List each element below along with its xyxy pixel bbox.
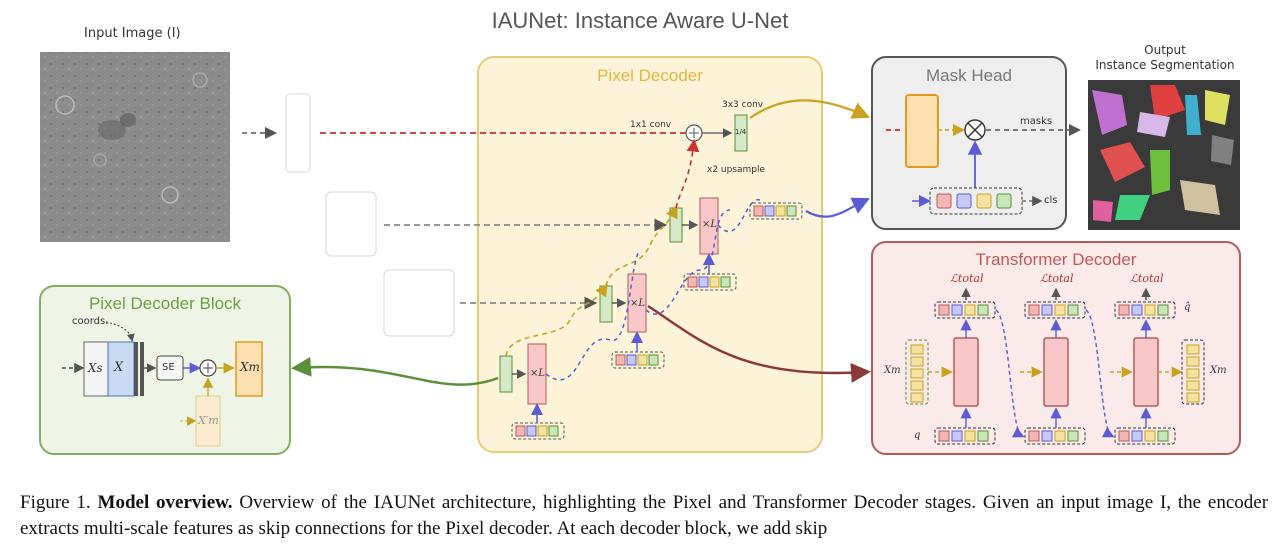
scale-label: 1/4 <box>735 128 747 136</box>
xm-prime-label: X′m <box>198 414 219 427</box>
conv1x1-label: 1x1 conv <box>630 120 672 130</box>
coords-label: coords. <box>72 316 109 327</box>
architecture-diagram <box>39 52 1241 455</box>
pixel-decoder-block-title: Pixel Decoder Block <box>88 294 242 313</box>
upsample-label: x2 upsample <box>707 165 766 175</box>
loss-label-1: ℒtotal <box>950 272 984 285</box>
xm-block <box>235 341 263 397</box>
caption-prefix: Figure 1. <box>20 492 91 513</box>
transformer-layer-2 <box>1043 337 1069 407</box>
encoder-feature-3 <box>383 269 455 337</box>
xm-out-label: Xm <box>1210 365 1227 376</box>
mask-feature-block <box>905 94 939 168</box>
xl-label-3: ×L <box>702 219 718 230</box>
mask-head-title: Mask Head <box>926 66 1012 85</box>
se-label: SE <box>162 362 175 373</box>
xm-label: Xm <box>240 360 260 374</box>
query-tokens-pd-1 <box>511 422 565 440</box>
query-tokens-pd-4 <box>749 202 803 220</box>
transformer-output-xm <box>1181 339 1205 405</box>
q-label: q <box>914 430 921 441</box>
conv3x3-label: 3x3 conv <box>722 100 764 110</box>
pixel-decoder-title: Pixel Decoder <box>597 66 703 85</box>
output-label-line1: Output <box>1144 43 1186 57</box>
encoder-feature-1 <box>285 93 311 173</box>
output-label-line2: Instance Segmentation <box>1095 58 1235 72</box>
input-image <box>40 52 230 242</box>
query-tokens-pd-2 <box>611 351 665 369</box>
transformer-input-xm <box>905 339 929 405</box>
output-segmentation-image <box>1088 80 1240 230</box>
masks-label: masks <box>1020 116 1053 127</box>
transformer-token-rows <box>934 301 1176 445</box>
transformer-layer-3 <box>1133 337 1159 407</box>
xl-label-1: ×L <box>530 368 546 379</box>
x-label: X <box>114 360 124 375</box>
query-tokens-pd-3 <box>683 273 737 291</box>
cls-label: cls <box>1044 195 1058 206</box>
caption-bold: Model overview. <box>97 492 233 513</box>
caption-text: Overview of the IAUNet architecture, hig… <box>20 492 1269 539</box>
mask-head-query-tokens <box>929 187 1023 215</box>
loss-label-2: ℒtotal <box>1040 272 1074 285</box>
loss-label-3: ℒtotal <box>1130 272 1164 285</box>
pixel-decoder-panel <box>477 56 823 453</box>
q-hat-label: q̂ <box>1184 302 1191 313</box>
xs-label: Xs <box>88 361 103 375</box>
encoder-feature-2 <box>325 191 377 257</box>
input-image-label: Input Image (I) <box>84 26 181 41</box>
figure-caption: Figure 1. Model overview. Overview of th… <box>20 490 1268 542</box>
transformer-layer-1 <box>953 337 979 407</box>
conv3x3-block <box>734 114 748 152</box>
xl-label-2: ×L <box>630 298 646 309</box>
figure-title: IAUNet: Instance Aware U-Net <box>491 8 789 33</box>
xm-in-label: Xm <box>884 365 901 376</box>
transformer-decoder-title: Transformer Decoder <box>975 250 1137 269</box>
output-label: Output Instance Segmentation <box>1090 43 1240 73</box>
